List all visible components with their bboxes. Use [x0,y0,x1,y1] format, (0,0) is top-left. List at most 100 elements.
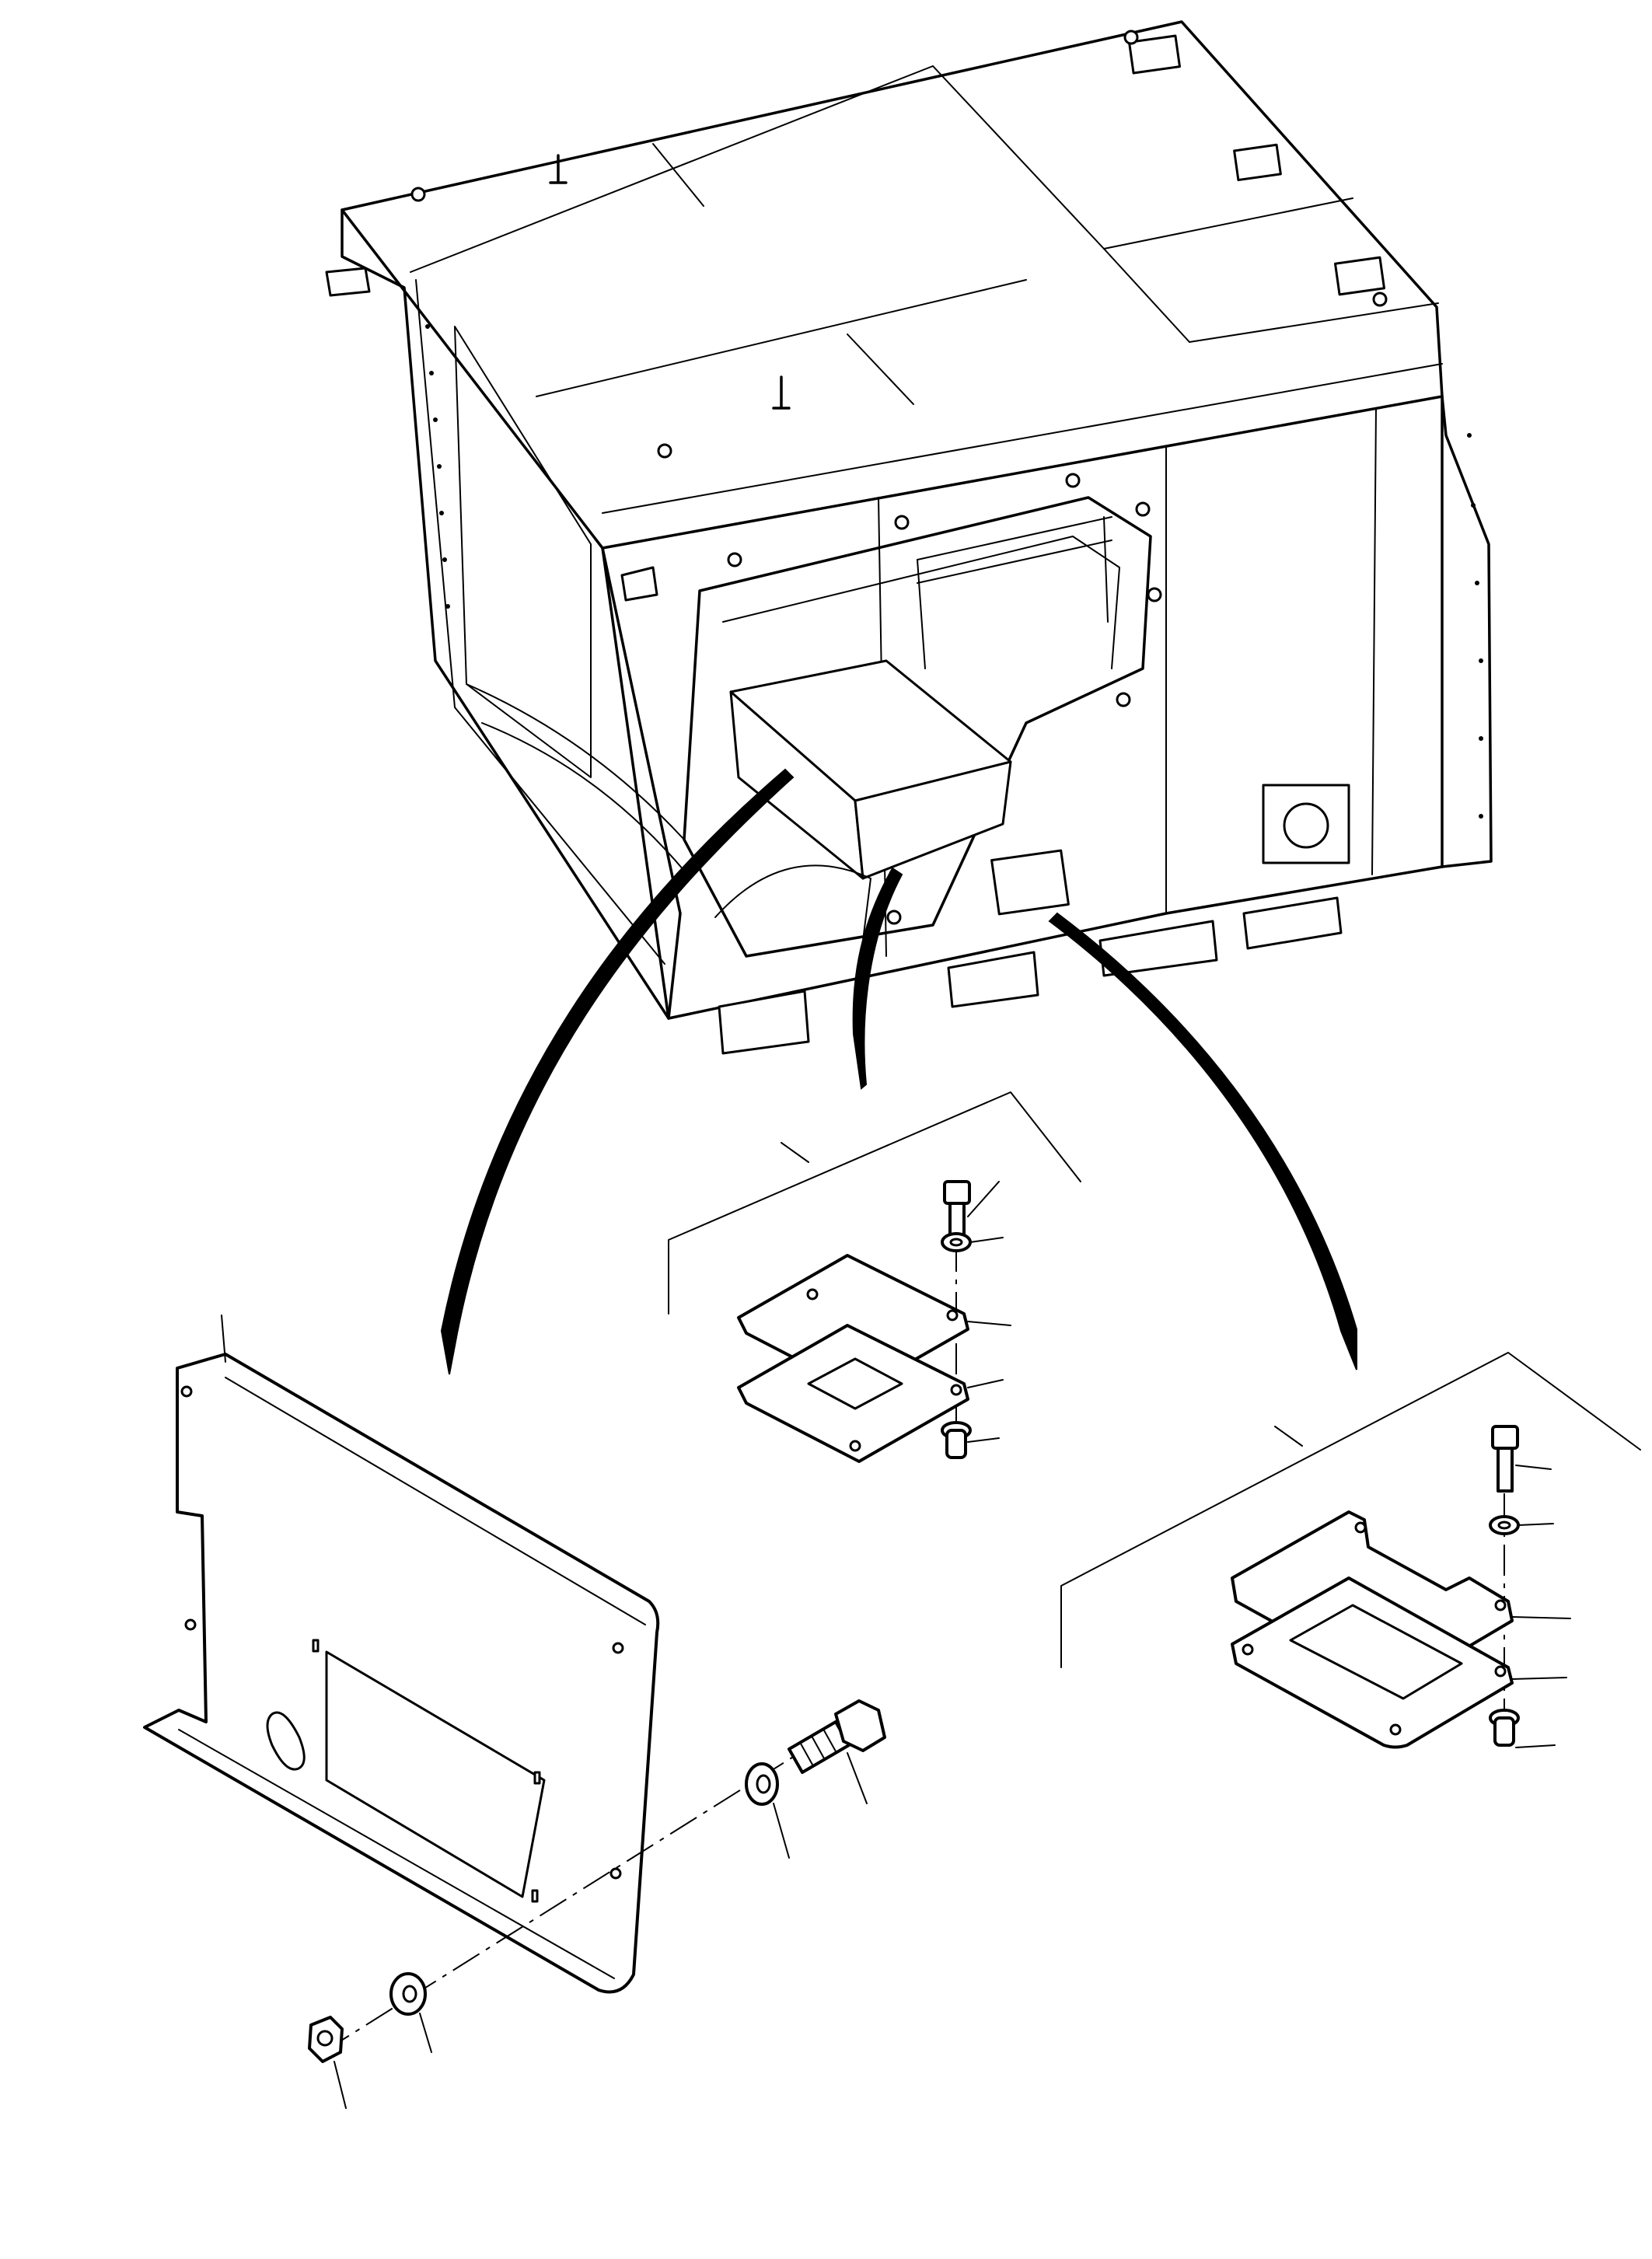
cover-plate-bend-bottom [178,1729,615,1979]
notched-gasket-hole [1242,1643,1254,1656]
roof-seam-5 [1103,248,1190,343]
screw-washer-hole [949,1238,963,1247]
bolt-thread-lines [800,1730,836,1765]
bolt-leader [847,1752,868,1804]
small-cover-plate-kit [668,1091,1081,1463]
nut-leader [334,2061,347,2109]
front-left-bracket [620,566,658,602]
washer-leader [773,1803,790,1859]
roof-seam-2 [536,279,1027,397]
inspection-opening [990,849,1070,916]
tube-frame-top-2 [917,539,1112,584]
cover-plate-leader [221,1315,226,1363]
cover-plate-hole [180,1385,193,1398]
explode-arrow-middle [852,867,903,1090]
roof-stud-2 [772,375,791,410]
frame-fastener [1116,692,1131,707]
right-washer-leader [1518,1523,1554,1526]
roof-front-edge [602,363,1443,514]
frame-fastener [894,515,910,530]
plate-hole [806,1288,819,1301]
notched-gasket-window [1289,1604,1463,1700]
grommet-body [945,1429,967,1459]
screw-head [943,1180,971,1205]
roof-fastener [657,443,672,459]
lower-arch [714,864,871,941]
right-wall-port [1283,802,1329,849]
frame-fastener [727,552,742,567]
cover-plate-slot [266,1711,306,1771]
right-grommet-leader [1515,1744,1556,1748]
notched-cover-plate-kit [1060,1352,1641,1749]
cab-frame-assembly [325,20,1493,1055]
right-grommet-body [1493,1716,1515,1747]
large-side-cover-plate [143,1315,660,1994]
right-screw-shank [1497,1447,1514,1493]
kit-bracket-tick [781,1142,809,1163]
cover-plate-tab [312,1639,320,1653]
hex-bolt [788,1699,886,1774]
cover-plate-tab [531,1889,539,1903]
cover-plate-hole [609,1867,622,1880]
frame-fastener [1065,473,1081,488]
cover-plate-hole [612,1642,624,1654]
explode-arrows [440,768,1357,1375]
left-bracket [325,267,371,297]
roof-fastener [1123,30,1139,45]
floor-curve [466,683,685,840]
roof-seam-6 [847,333,914,405]
central-opening-inner [722,536,1120,669]
left-window-frame [454,326,592,778]
bolt-head [834,1699,886,1752]
notched-gasket-hole [1494,1665,1507,1678]
roof-seam-3 [652,143,704,207]
tube-frame-post [917,559,926,669]
roof-fastener [410,187,426,202]
right-screw-head [1491,1425,1519,1450]
mount-foot [1242,896,1343,950]
roof-hatch-1 [1128,34,1181,75]
cover-plate-cutout [325,1650,546,1898]
roof-outline [341,20,1444,550]
roof-stud-1 [549,154,568,184]
bolt-assembly [308,1699,886,2109]
lock-washer-hole [402,1985,417,2003]
mount-foot [947,951,1039,1008]
kit-bracket [668,1091,1081,1315]
explode-arrow-left [440,768,795,1375]
tube-frame-top [917,516,1112,560]
roof-hatch-3 [1333,256,1386,296]
flat-washer-hole [756,1774,771,1794]
floor-curve-2 [481,722,685,871]
seat-box-right [854,760,1012,880]
roof-seam-7 [1103,197,1353,250]
notched-plate-hole [1354,1521,1367,1534]
central-opening [683,496,1152,958]
left-side-panel [341,208,682,1020]
gasket-hole [950,1384,962,1396]
right-screw-washer-hole [1497,1521,1511,1530]
right-side-panel [1441,395,1493,868]
grommet-leader [967,1437,1000,1443]
frame-fastener [886,910,902,925]
tube-frame-post-2 [1103,516,1109,623]
rubber-grommet [1489,1709,1556,1748]
roof-seam-8 [1189,302,1439,343]
right-kit-bracket [1060,1352,1641,1668]
roof-seam-1 [410,65,934,273]
gasket-hole [849,1440,861,1452]
roof-hatch-2 [1233,143,1282,182]
screw-leader [967,1181,1000,1217]
explode-arrow-right [1048,912,1357,1370]
rubber-grommet [941,1421,1000,1459]
left-side-panel-inner [415,279,665,965]
cover-plate-hole [184,1618,197,1631]
cover-plate-outline [143,1353,660,1994]
socket-head-screw [1491,1425,1552,1493]
right-screw-leader [1515,1465,1552,1470]
cover-plate-tab [533,1771,541,1785]
small-gasket-window [807,1357,903,1410]
hex-nut-hole [316,2030,334,2047]
frame-fastener [1135,501,1151,517]
screw-washer-leader [969,1237,1004,1243]
